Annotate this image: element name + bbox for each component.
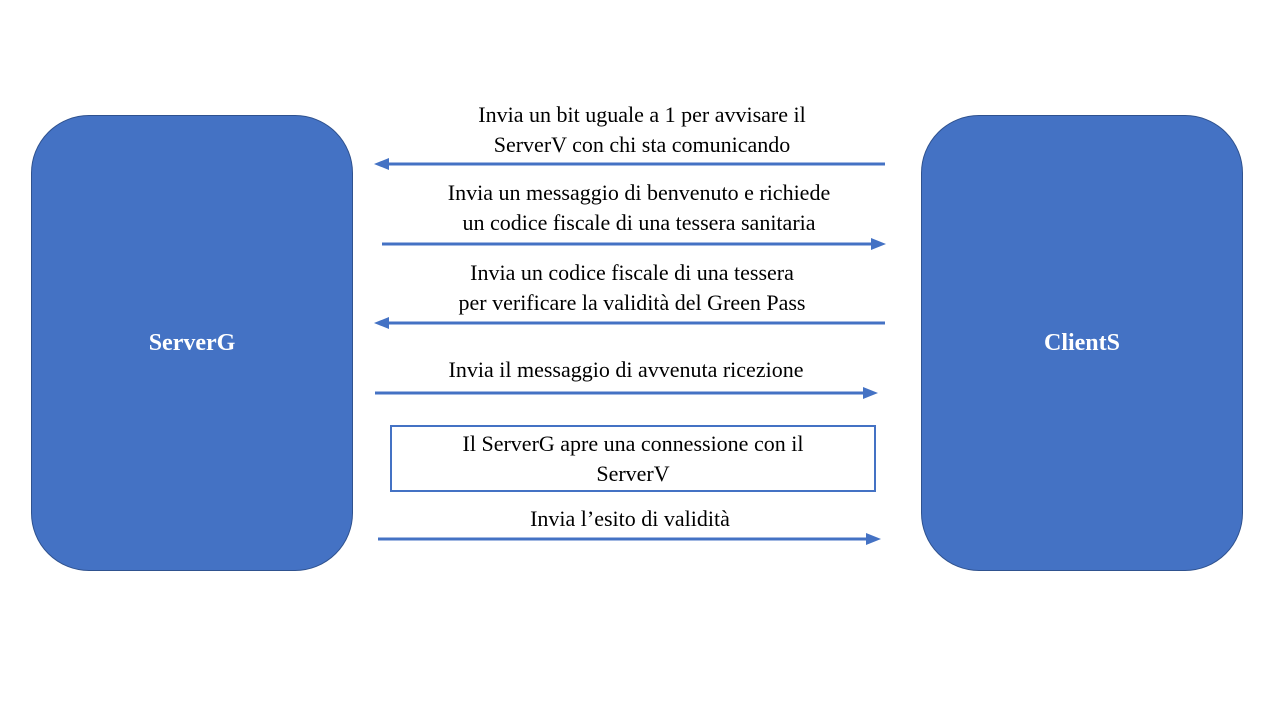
- arrow-4: [375, 387, 878, 399]
- arrow-1-head: [374, 158, 389, 170]
- clients-node: ClientS: [921, 115, 1243, 571]
- message-1-label: Invia un bit uguale a 1 per avvisare il …: [400, 100, 884, 160]
- message-1-line-1: Invia un bit uguale a 1 per avvisare il: [478, 102, 806, 127]
- arrow-3: [374, 317, 885, 329]
- message-2-line-2: un codice fiscale di una tessera sanitar…: [462, 210, 816, 235]
- message-2-label: Invia un messaggio di benvenuto e richie…: [384, 178, 894, 238]
- message-4-line-1: Invia il messaggio di avvenuta ricezione: [448, 357, 804, 382]
- clients-label: ClientS: [1043, 329, 1120, 356]
- arrow-2-head: [871, 238, 886, 250]
- message-2-line-1: Invia un messaggio di benvenuto e richie…: [447, 180, 831, 205]
- message-1-line-2: ServerV con chi sta comunicando: [493, 132, 791, 157]
- arrow-5: [378, 533, 881, 545]
- message-3-label: Invia un codice fiscale di una tessera p…: [390, 258, 874, 318]
- message-5-line-1: Invia l’esito di validità: [530, 506, 730, 531]
- arrow-1: [374, 158, 885, 170]
- note-line-2: ServerV: [596, 460, 670, 486]
- arrow-4-head: [863, 387, 878, 399]
- message-5-label: Invia l’esito di validità: [380, 504, 880, 534]
- note-box: Il ServerG apre una connessione con il S…: [390, 425, 876, 492]
- serverg-label: ServerG: [148, 329, 236, 356]
- arrow-3-head: [374, 317, 389, 329]
- message-3-line-2: per verificare la validità del Green Pas…: [458, 290, 806, 315]
- message-3-line-1: Invia un codice fiscale di una tessera: [470, 260, 794, 285]
- arrow-2: [382, 238, 886, 250]
- servergnode: ServerG: [31, 115, 353, 571]
- message-4-label: Invia il messaggio di avvenuta ricezione: [376, 355, 876, 385]
- note-line-1: Il ServerG apre una connessione con il: [462, 430, 804, 456]
- arrow-5-head: [866, 533, 881, 545]
